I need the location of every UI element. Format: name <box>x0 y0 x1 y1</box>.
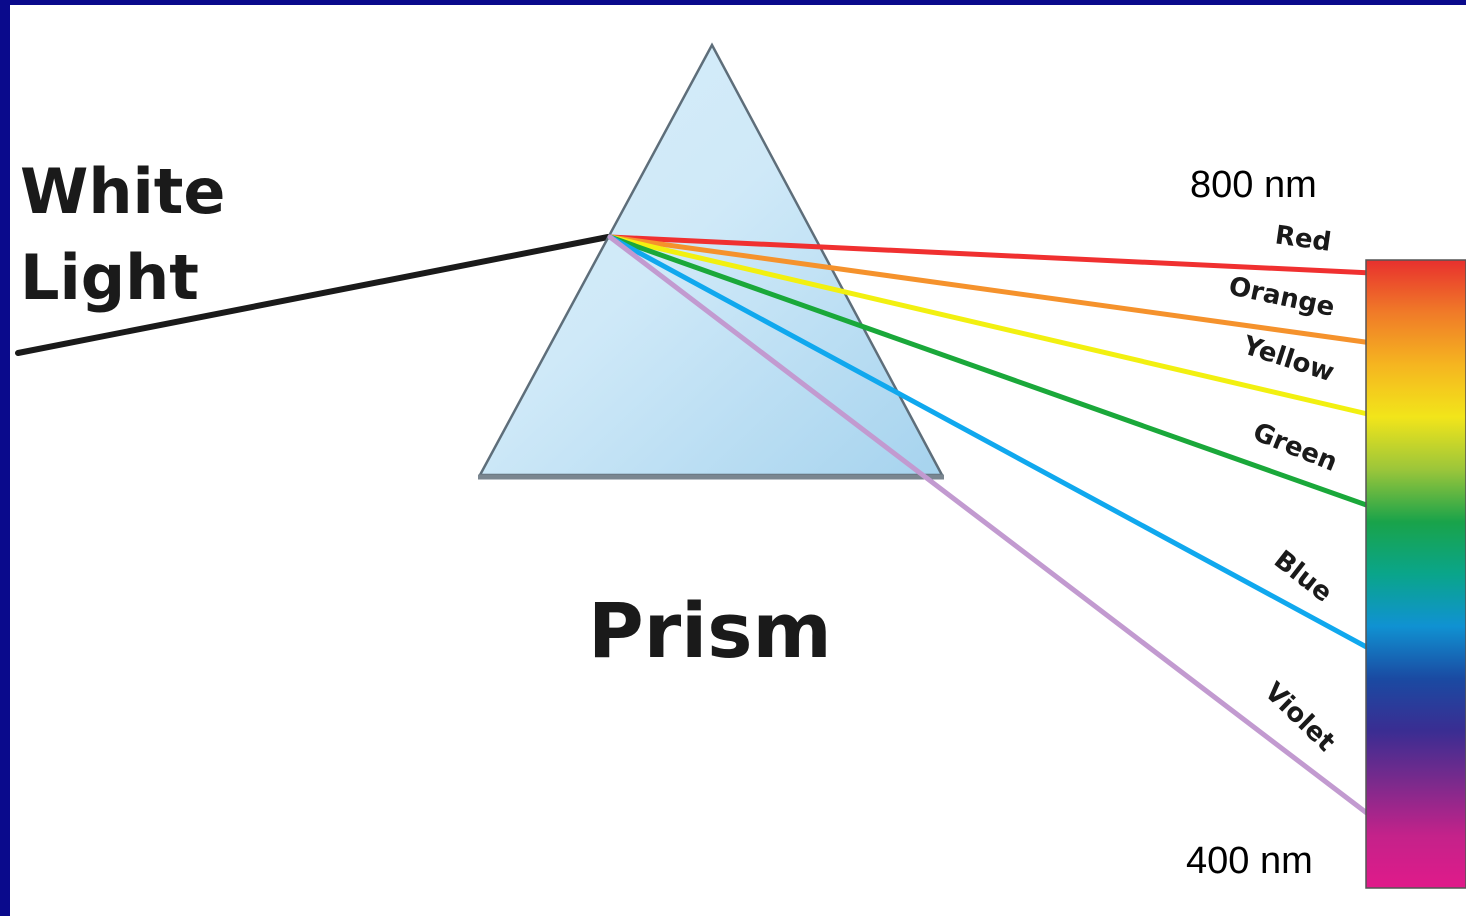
violet-ray-label: Violet <box>1258 677 1340 758</box>
dispersed-rays <box>607 234 1375 820</box>
white-light-label-line1: White <box>20 155 225 228</box>
yellow-ray <box>607 234 1375 418</box>
white-light-label-line2: Light <box>20 241 199 314</box>
wavelength-bottom-label: 400 nm <box>1186 840 1313 882</box>
violet-ray <box>607 234 1375 820</box>
spectrum-bar <box>1365 259 1466 889</box>
orange-ray <box>607 234 1375 346</box>
green-ray <box>607 234 1375 510</box>
red-ray <box>607 234 1375 276</box>
prism-label: Prism <box>588 586 832 675</box>
yellow-ray-label: Yellow <box>1238 330 1337 388</box>
wavelength-top-label: 800 nm <box>1190 164 1317 206</box>
orange-ray-label: Orange <box>1226 271 1337 323</box>
white-light-beam <box>15 234 611 356</box>
blue-ray <box>607 234 1375 653</box>
red-ray-label: Red <box>1273 220 1333 258</box>
